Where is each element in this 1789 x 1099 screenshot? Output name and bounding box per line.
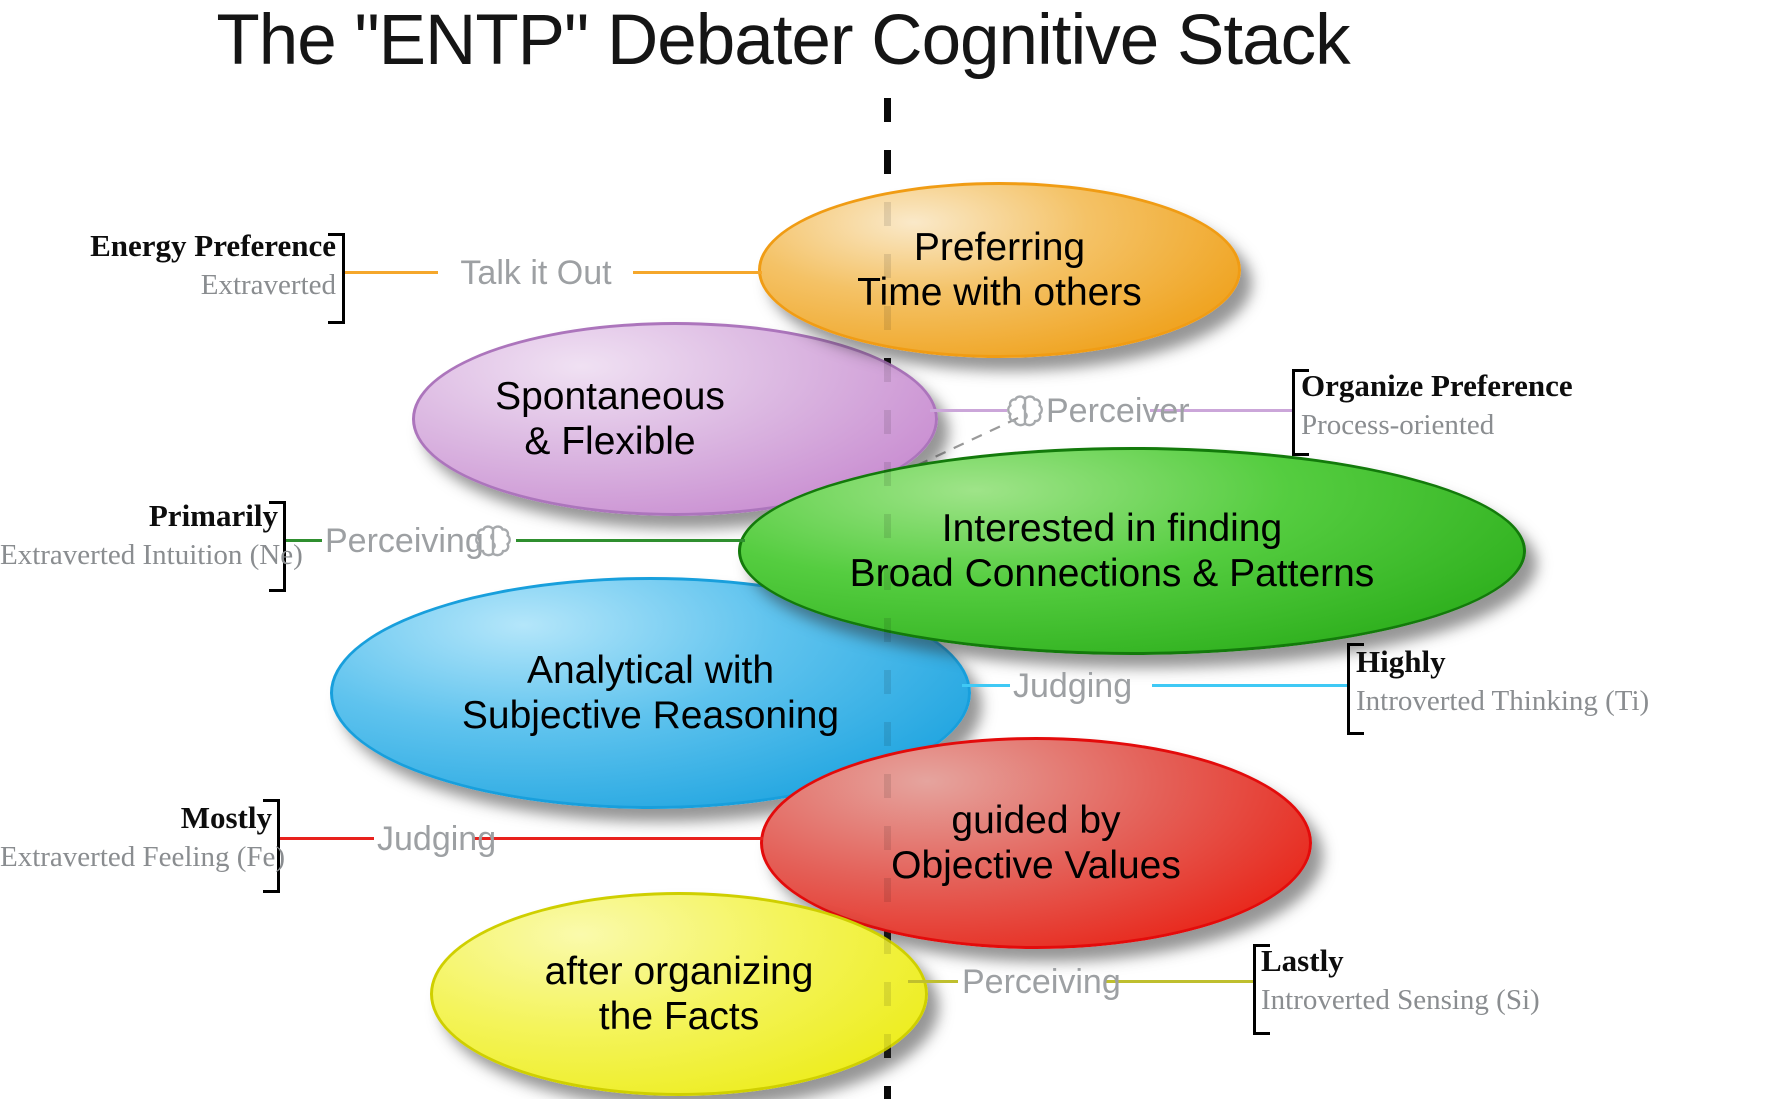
brain-icon — [475, 525, 511, 557]
energy-bracket — [328, 233, 345, 324]
energy-preference-labels: Energy Preference Extraverted — [0, 226, 336, 305]
organize-connector-line-1 — [930, 409, 1007, 412]
organize-preference-value: Process-oriented — [1301, 408, 1495, 441]
auxiliary-bracket — [1347, 643, 1364, 735]
auxiliary-connector-line-1 — [962, 684, 1010, 687]
judging-label-right: Judging — [1013, 667, 1133, 705]
primary-connector-line-1 — [283, 539, 322, 542]
primary-bracket — [269, 501, 286, 592]
inferior-value: Introverted Sensing (Si) — [1261, 983, 1540, 1016]
primary-value: Extraverted Intuition (Ne) — [0, 538, 303, 571]
energy-preference-title: Energy Preference — [90, 228, 336, 263]
tertiary-function-labels: Mostly Extraverted Feeling (Fe) — [0, 798, 286, 877]
ellipse-perceiver-text: Spontaneous& Flexible — [495, 374, 725, 463]
perceiving-label-left: Perceiving — [325, 522, 484, 560]
judging-label-left: Judging — [377, 820, 497, 858]
inferior-title: Lastly — [1261, 943, 1344, 978]
organize-bracket — [1292, 369, 1309, 456]
auxiliary-connector-line-2 — [1152, 684, 1347, 687]
primary-title: Primarily — [148, 498, 278, 533]
perceiver-label: Perceiver — [1046, 392, 1190, 430]
organize-connector-line-2 — [1150, 409, 1292, 412]
brain-icon — [1007, 395, 1043, 427]
tertiary-bracket — [263, 799, 280, 893]
tertiary-connector-line-2 — [473, 837, 763, 840]
inferior-function-labels: Lastly Introverted Sensing (Si) — [1261, 941, 1540, 1020]
primary-connector-line-2 — [516, 539, 745, 542]
page-title: The "ENTP" Debater Cognitive Stack — [216, 1, 1350, 80]
talk-it-out-label: Talk it Out — [460, 254, 612, 292]
tertiary-value: Extraverted Feeling (Fe) — [0, 840, 286, 873]
auxiliary-function-labels: Highly Introverted Thinking (Ti) — [1356, 642, 1649, 721]
auxiliary-value: Introverted Thinking (Ti) — [1356, 684, 1650, 717]
auxiliary-title: Highly — [1356, 644, 1446, 679]
perceiving-label-right: Perceiving — [962, 963, 1121, 1001]
tertiary-title: Mostly — [180, 800, 272, 835]
inferior-bracket — [1253, 944, 1270, 1035]
energy-connector-line-1 — [342, 271, 438, 274]
organize-preference-labels: Organize Preference Process-oriented — [1301, 366, 1573, 445]
tertiary-connector-line-1 — [277, 837, 374, 840]
energy-connector-line-2 — [633, 271, 762, 274]
inferior-connector-line-2 — [1106, 980, 1253, 983]
primary-function-labels: Primarily Extraverted Intuition (Ne) — [0, 496, 303, 575]
organize-preference-title: Organize Preference — [1301, 368, 1573, 403]
inferior-connector-line-1 — [908, 980, 958, 983]
energy-preference-value: Extraverted — [200, 268, 336, 301]
